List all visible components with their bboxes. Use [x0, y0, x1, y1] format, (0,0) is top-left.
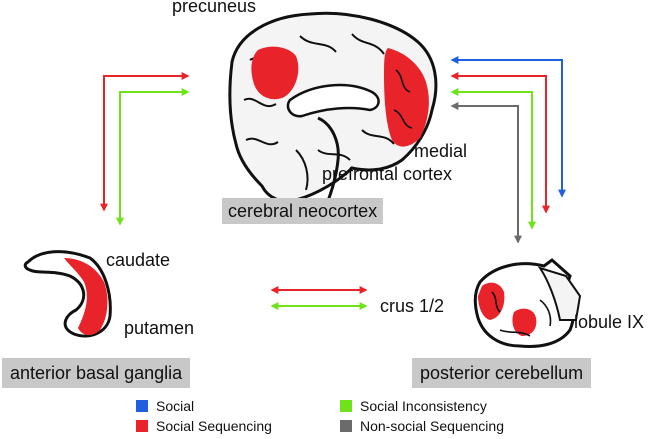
legend-label: Non-social Sequencing	[360, 418, 504, 434]
legend-swatch	[136, 420, 148, 432]
region-box-cortex: cerebral neocortex	[222, 198, 384, 224]
precuneus-activation	[251, 46, 299, 100]
region-box-basal-ganglia: anterior basal ganglia	[2, 358, 191, 388]
arrows-cortex-basal-ganglia	[100, 72, 190, 226]
precuneus-label: precuneus	[172, 0, 257, 16]
legend-label: Social Sequencing	[156, 418, 272, 434]
lobule-ix-activation	[512, 308, 537, 336]
legend-label: Social	[156, 398, 195, 414]
crus-label: crus 1/2	[380, 296, 445, 316]
legend-item-social-sequencing: Social Sequencing	[136, 418, 272, 434]
legend-swatch	[340, 420, 352, 432]
caudate-label: caudate	[106, 250, 171, 270]
legend-item-social-inconsistency: Social Inconsistency	[340, 398, 487, 414]
legend-item-social: Social	[136, 398, 194, 414]
legend-swatch	[136, 400, 148, 412]
legend-label: Social Inconsistency	[360, 398, 487, 414]
cerebellum-illustration	[473, 258, 582, 348]
mpfc-label-line1: medial	[414, 141, 468, 161]
striatum-activation	[64, 258, 108, 336]
lobule-label: lobule IX	[574, 312, 645, 332]
legend-item-non-social-sequencing: Non-social Sequencing	[340, 418, 504, 434]
mpfc-label-line2: prefrontal cortex	[322, 164, 453, 184]
arrows-cortex-cerebellum	[450, 56, 566, 244]
region-box-cerebellum: posterior cerebellum	[412, 358, 592, 388]
putamen-label: putamen	[124, 318, 195, 338]
brain-illustration	[228, 11, 438, 207]
crus-activation	[478, 282, 505, 320]
arrows-basal-ganglia-cerebellum	[270, 286, 368, 310]
basal-ganglia-illustration	[23, 250, 112, 338]
legend-swatch	[340, 400, 352, 412]
mpfc-activation	[384, 48, 429, 147]
